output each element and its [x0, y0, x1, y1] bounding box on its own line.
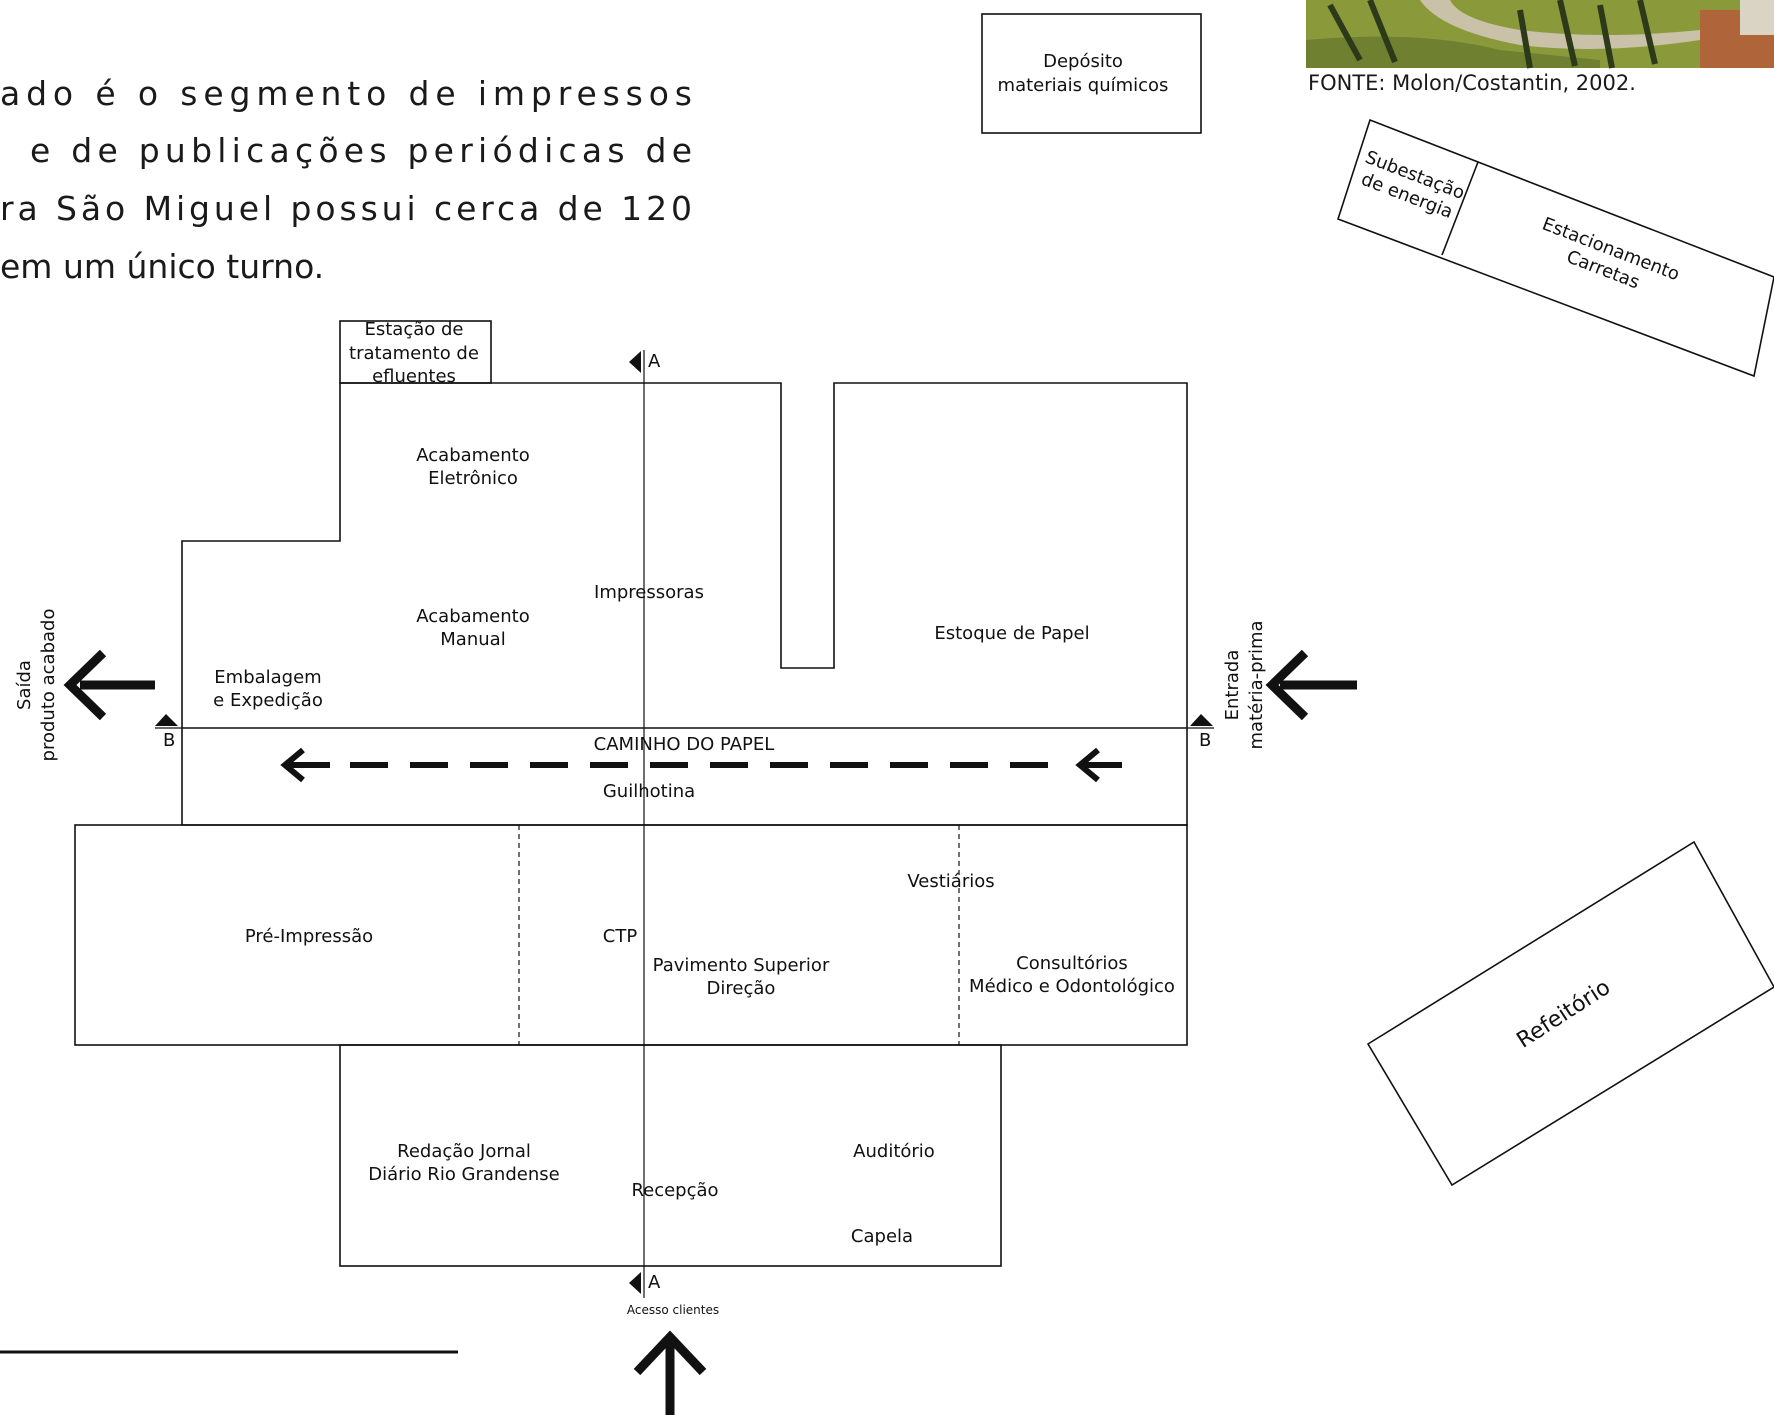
deposito-building: Depósito materiais químicos	[981, 13, 1202, 134]
section-b-left-label: B	[163, 730, 175, 751]
estacao-label-3: efluentes	[372, 366, 456, 387]
deposito-label-1: Depósito	[1043, 51, 1123, 72]
pre-impressao-label: Pré-Impressão	[245, 926, 373, 947]
aerial-photo: FONTE: Molon/Costantin, 2002.	[1306, 0, 1774, 95]
consultorios-label-1: Consultórios	[1016, 953, 1128, 974]
section-a-bottom-label: A	[648, 1272, 661, 1293]
photo-caption: FONTE: Molon/Costantin, 2002.	[1308, 71, 1636, 95]
embalagem-label-2: e Expedição	[213, 690, 323, 711]
capela-label: Capela	[851, 1226, 913, 1247]
redacao-label-1: Redação Jornal	[397, 1141, 531, 1162]
paragraph-line-2: e de publicações periódicas de	[30, 131, 692, 170]
entrada-label: Entrada matéria-prima	[1222, 620, 1267, 749]
acesso-clientes-arrow-icon	[633, 1330, 707, 1415]
acabamento-eletronico-label-1: Acabamento	[416, 445, 529, 466]
embalagem-label-1: Embalagem	[214, 667, 321, 688]
paragraph: ado é o segmento de impressos e de publi…	[0, 74, 692, 286]
deposito-label-2: materiais químicos	[998, 75, 1169, 96]
section-marker-b-right	[1190, 714, 1213, 726]
acesso-clientes-label: Acesso clientes	[627, 1303, 719, 1317]
section-a-top-label: A	[648, 351, 661, 372]
paragraph-line-3: ra São Miguel possui cerca de 120	[0, 189, 692, 228]
section-marker-a-bottom	[629, 1272, 641, 1294]
vestiarios-label: Vestiários	[907, 871, 994, 892]
paper-path-arrow	[280, 747, 1122, 783]
section-marker-a-top	[629, 351, 641, 373]
saida-label-2: produto acabado	[38, 609, 59, 762]
ctp-label: CTP	[603, 926, 638, 947]
redacao-label-2: Diário Rio Grandense	[368, 1164, 559, 1185]
guilhotina-label: Guilhotina	[603, 781, 695, 802]
acabamento-manual-label-2: Manual	[440, 629, 505, 650]
pavimento-label-1: Pavimento Superior	[653, 955, 830, 976]
section-marker-b-left	[155, 714, 178, 726]
lower-block	[339, 1044, 1002, 1267]
acabamento-manual-label-1: Acabamento	[416, 606, 529, 627]
estacao-label-1: Estação de	[365, 319, 464, 340]
pavimento-label-2: Direção	[707, 978, 776, 999]
subestacao-estacionamento-building: Subestação de energia Estacionamento Car…	[1337, 118, 1774, 378]
paragraph-line-4: em um único turno.	[0, 247, 324, 286]
caminho-do-papel-label: CAMINHO DO PAPEL	[594, 734, 775, 755]
saida-label: Saída produto acabado	[14, 609, 59, 762]
impressoras-label: Impressoras	[594, 582, 704, 603]
section-b-right-label: B	[1199, 730, 1211, 751]
entrada-label-1: Entrada	[1222, 650, 1243, 721]
estoque-label: Estoque de Papel	[934, 623, 1089, 644]
auditorio-label: Auditório	[853, 1141, 935, 1162]
acabamento-eletronico-label-2: Eletrônico	[428, 468, 518, 489]
paragraph-line-1: ado é o segmento de impressos	[0, 74, 692, 113]
floor-plan: Estação de tratamento de efluentes A A B…	[74, 319, 1214, 1298]
refeitorio-label: Refeitório	[1513, 975, 1615, 1054]
consultorios-label-2: Médico e Odontológico	[969, 976, 1175, 997]
saida-label-1: Saída	[14, 660, 35, 710]
production-hall-outline	[181, 382, 1188, 826]
entrada-label-2: matéria-prima	[1246, 620, 1267, 749]
estacao-label-2: tratamento de	[349, 343, 479, 364]
entrada-arrow-icon	[1265, 649, 1357, 721]
recepcao-label: Recepção	[631, 1180, 718, 1201]
saida-arrow-icon	[63, 649, 155, 721]
refeitorio-building: Refeitório	[1366, 840, 1774, 1187]
